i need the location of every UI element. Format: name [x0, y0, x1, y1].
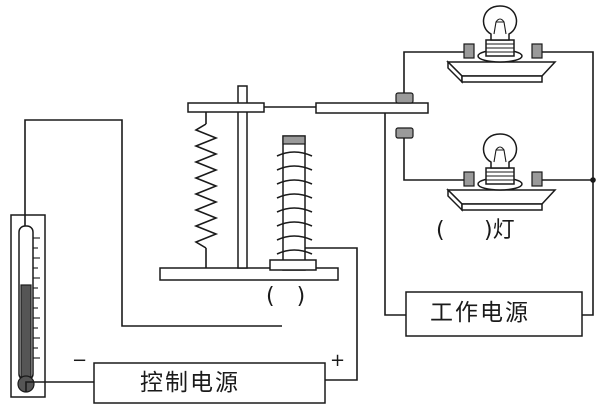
work-power-box — [405, 291, 583, 337]
lower-terminal-right — [531, 171, 543, 187]
wire-lower-contact-to-lamp — [403, 138, 468, 181]
wire-arm-to-work-power — [384, 113, 406, 316]
thermometer-scale — [33, 237, 40, 359]
wire-thermometer-to-coil — [24, 119, 282, 327]
upper-lamp — [446, 5, 557, 84]
upper-terminal-left — [463, 43, 475, 59]
upper-terminal-right — [531, 43, 543, 59]
armature-bar — [187, 102, 265, 113]
wire-thermometer-to-minus — [25, 381, 94, 392]
relay-base — [159, 267, 339, 281]
minus-sign: − — [72, 350, 88, 371]
electromagnetic-relay — [159, 85, 429, 281]
plus-sign: + — [330, 350, 346, 371]
moving-contact-arm — [315, 102, 429, 114]
lower-contact — [395, 127, 414, 139]
relay-answer-blank: ( ) — [266, 284, 306, 309]
lower-lamp — [446, 133, 557, 212]
work-power-label: 工作电源 — [430, 300, 530, 326]
wire-upper-contact-to-lamp — [403, 51, 468, 93]
upper-bulb — [482, 5, 518, 41]
lower-bulb — [482, 133, 518, 169]
thermometer — [10, 214, 46, 398]
lower-lamp-board-top — [446, 189, 557, 205]
mercury-column — [20, 284, 32, 378]
upper-lamp-board-top — [446, 61, 557, 77]
lower-terminal-left — [463, 171, 475, 187]
lamp-blank-close-label: )灯 — [484, 218, 515, 243]
coil-winding — [276, 151, 313, 255]
upper-contact — [395, 92, 414, 104]
armature-pivot-post — [237, 85, 248, 269]
control-power-box — [93, 362, 326, 404]
wire-lamps-to-work-power — [540, 51, 594, 316]
control-power-label: 控制电源 — [140, 370, 240, 396]
lamp-blank-open: ( — [436, 218, 445, 243]
junction-dot — [590, 177, 596, 183]
coil-bottom-plate — [269, 259, 317, 271]
spring — [193, 123, 219, 249]
